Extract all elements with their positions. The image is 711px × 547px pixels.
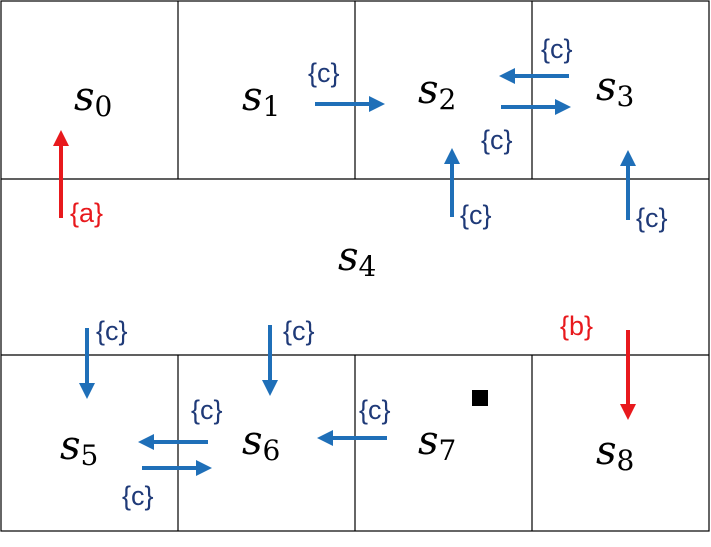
grid-lines bbox=[0, 0, 710, 532]
state-s7: s7 bbox=[418, 418, 456, 467]
label-s7-s6: {c} bbox=[359, 395, 391, 425]
label-s1-s2: {c} bbox=[308, 58, 340, 88]
label-s3-s2: {c} bbox=[541, 34, 573, 64]
black-square-marker bbox=[472, 390, 488, 406]
label-s2-s3: {c} bbox=[481, 125, 513, 155]
state-s1: s1 bbox=[242, 74, 280, 123]
label-s4-s3: {c} bbox=[636, 203, 668, 233]
state-labels: s0 s1 s2 s3 s4 s5 s6 s7 s8 bbox=[60, 64, 634, 477]
label-s4-s0: {a} bbox=[70, 198, 103, 228]
state-s2: s2 bbox=[418, 67, 456, 116]
state-s4: s4 bbox=[338, 234, 376, 283]
state-s5: s5 bbox=[60, 423, 98, 472]
state-s8: s8 bbox=[596, 428, 634, 477]
state-s3: s3 bbox=[596, 64, 634, 113]
label-s4-s5: {c} bbox=[96, 316, 128, 346]
label-s4-s2: {c} bbox=[460, 200, 492, 230]
state-s0: s0 bbox=[74, 74, 112, 123]
transition-arrows bbox=[53, 68, 636, 476]
label-s4-s8: {b} bbox=[560, 311, 593, 341]
state-s6: s6 bbox=[242, 418, 280, 467]
label-s5-s6: {c} bbox=[122, 481, 154, 511]
label-s6-s5: {c} bbox=[191, 395, 223, 425]
label-s4-s6: {c} bbox=[283, 316, 315, 346]
transition-labels: {a} {c} {c} {c} {c} {c} {c} {c} {b} {c} … bbox=[70, 34, 668, 511]
